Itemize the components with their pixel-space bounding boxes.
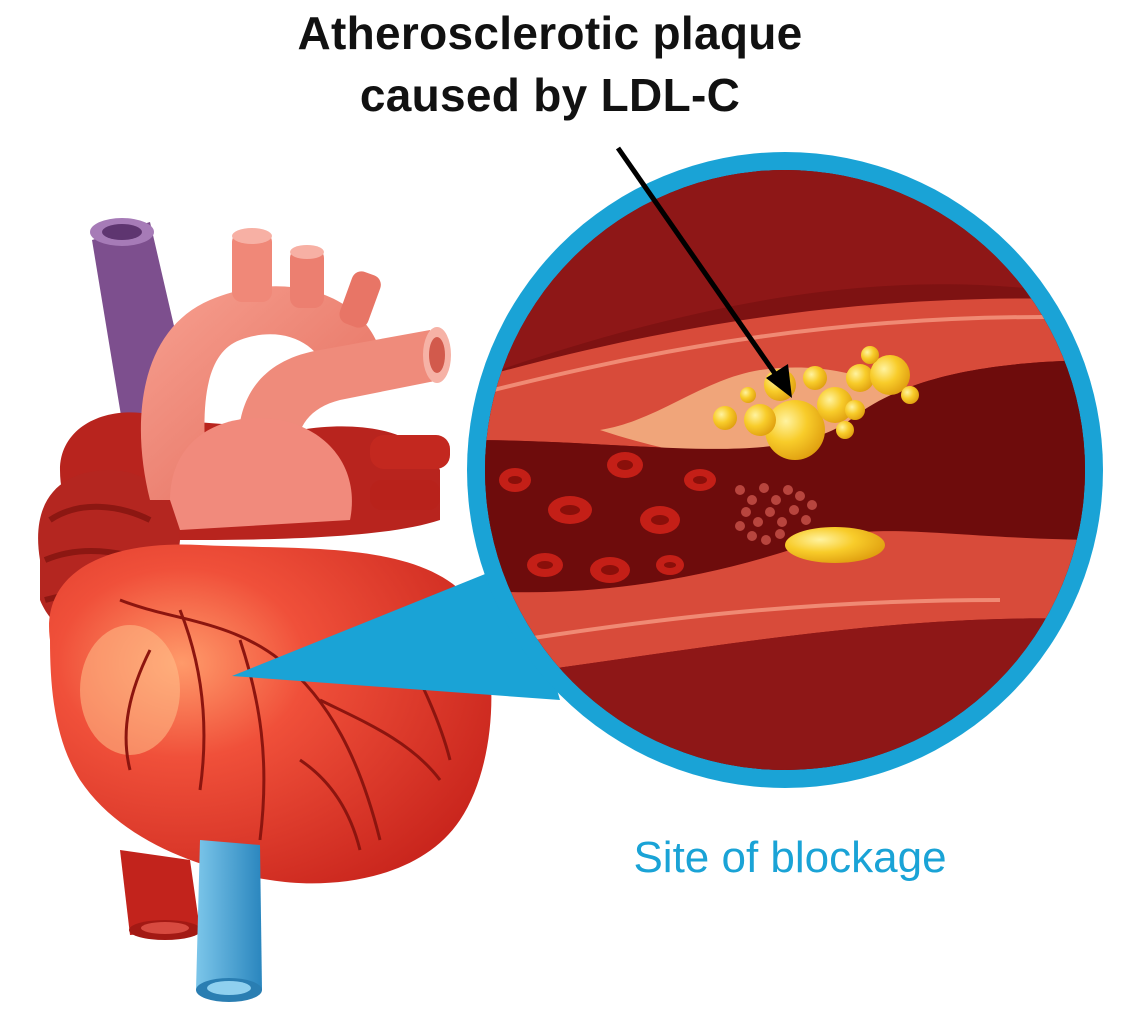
descending-aorta	[120, 850, 201, 940]
inferior-vena-cava	[196, 840, 262, 1002]
lower-plaque	[785, 527, 885, 563]
annotation-title-line1: Atherosclerotic plaque	[180, 4, 920, 62]
callout-circle	[467, 152, 1110, 788]
site-of-blockage-label: Site of blockage	[560, 830, 1020, 886]
annotation-title-line2: caused by LDL-C	[180, 66, 920, 124]
